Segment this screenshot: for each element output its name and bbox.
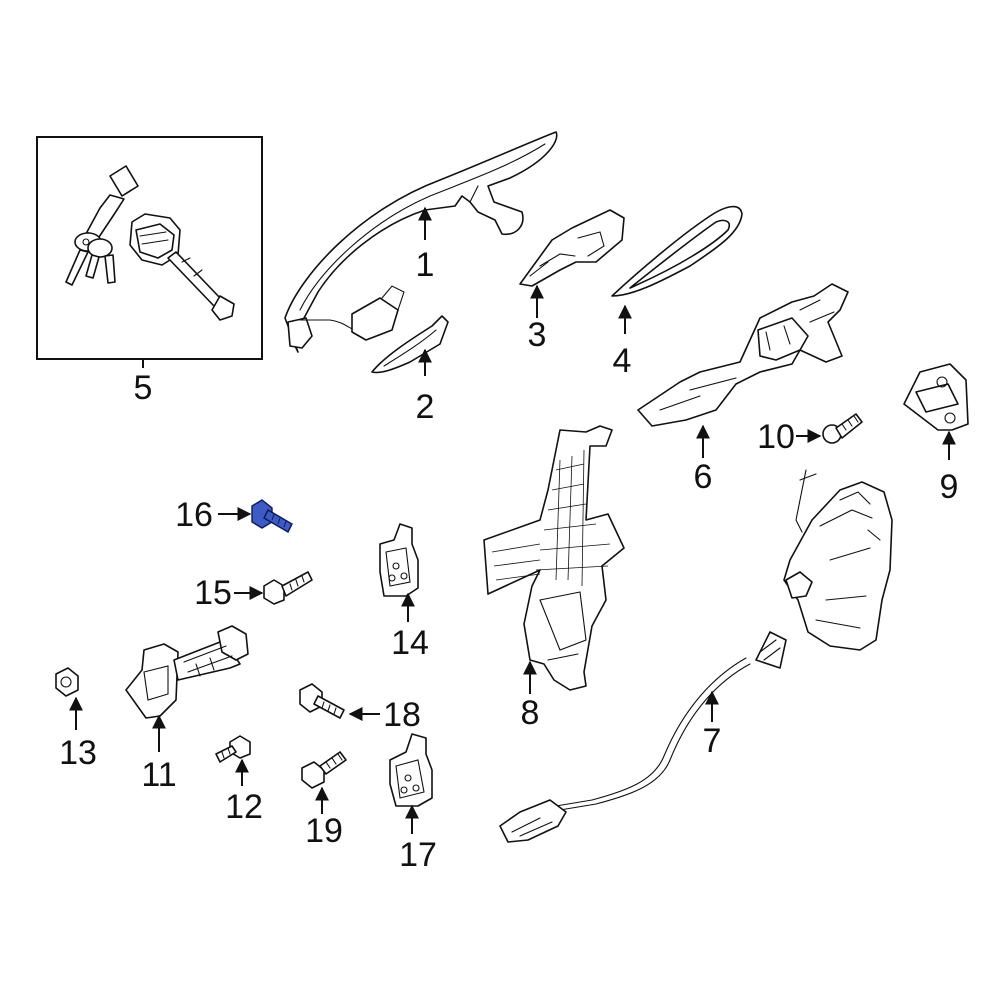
part-11-door-check[interactable] [125,625,249,719]
callout-1[interactable]: 1 [416,206,435,284]
callout-16[interactable]: 16 [175,496,252,534]
callout-label-18: 18 [383,696,421,734]
callout-13[interactable]: 13 [59,696,97,772]
callout-label-8: 8 [521,694,540,732]
callout-label-16: 16 [175,496,213,534]
callout-19[interactable]: 19 [305,786,343,850]
callout-label-9: 9 [940,468,959,506]
part-5-lock-cylinder-kit[interactable] [36,136,263,360]
callout-14[interactable]: 14 [391,592,429,662]
callout-label-6: 6 [694,458,713,496]
callout-15[interactable]: 15 [194,574,264,612]
part-18-bolt[interactable] [299,683,345,719]
part-2-handle-cap[interactable] [371,315,449,374]
part-15-bolt[interactable] [263,571,313,605]
callout-label-19: 19 [305,812,343,850]
part-13-nut[interactable] [55,667,79,697]
part-9-striker[interactable] [903,363,969,431]
part-12-bolt[interactable] [215,735,251,763]
callout-label-15: 15 [194,574,232,612]
callout-label-10: 10 [757,418,795,456]
callout-2[interactable]: 2 [416,348,435,426]
callout-label-4: 4 [613,342,632,380]
part-19-bolt[interactable] [301,751,347,789]
callout-9[interactable]: 9 [940,430,959,506]
part-8-latch-bracket[interactable] [483,425,625,691]
callout-label-3: 3 [528,316,547,354]
callout-label-13: 13 [59,734,97,772]
part-16-bolt-highlighted[interactable] [251,499,293,533]
callout-5[interactable]: 5 [134,359,153,407]
callout-12[interactable]: 12 [225,758,263,826]
callout-10[interactable]: 10 [757,418,822,456]
callout-label-11: 11 [141,756,176,794]
callout-7[interactable]: 7 [703,690,722,760]
callout-18[interactable]: 18 [348,696,421,734]
part-10-striker-screw[interactable] [822,413,863,444]
callout-label-7: 7 [703,722,722,760]
part-3-handle-bracket[interactable] [519,209,625,287]
callout-17[interactable]: 17 [399,804,437,874]
part-1-outer-handle[interactable] [284,131,558,353]
part-6-handle-reinforcement[interactable] [637,283,849,427]
callout-label-2: 2 [416,388,435,426]
callout-label-14: 14 [391,624,429,662]
callout-label-5: 5 [134,369,153,407]
callout-label-12: 12 [225,788,263,826]
part-7-door-latch[interactable] [499,469,893,843]
part-14-hinge-plate[interactable] [379,523,419,597]
callout-4[interactable]: 4 [613,304,632,380]
part-17-hinge-plate[interactable] [389,733,433,807]
callout-3[interactable]: 3 [528,284,547,354]
callout-11[interactable]: 11 [141,714,177,794]
callout-6[interactable]: 6 [694,424,713,496]
part-4-handle-gasket[interactable] [611,205,743,297]
part-5-inset-box [36,136,263,360]
callout-label-1: 1 [416,246,435,284]
callout-label-17: 17 [399,836,437,874]
callout-8[interactable]: 8 [521,660,540,732]
